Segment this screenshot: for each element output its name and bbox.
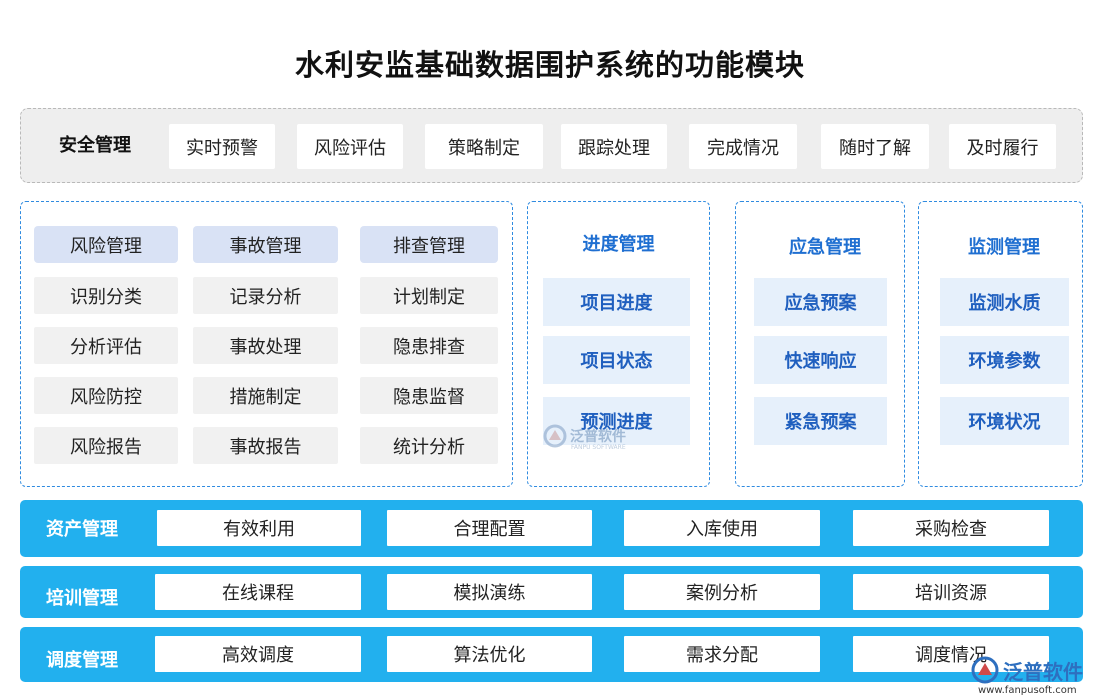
corner-watermark-url: www.fanpusoft.com (978, 685, 1077, 696)
safety-item-realtime-warning: 实时预警 (169, 124, 275, 169)
progress-management-header: 进度管理 (582, 234, 655, 255)
dispatch-item: 高效调度 (155, 636, 361, 672)
risk-item: 风险报告 (34, 427, 178, 464)
page-title: 水利安监基础数据围护系统的功能模块 (294, 48, 805, 82)
progress-item: 项目状态 (543, 336, 690, 384)
fanpu-watermark: 泛普软件 FANPU SOFTWARE (543, 424, 626, 451)
safety-item-strategy: 策略制定 (425, 124, 543, 169)
asset-management-label: 资产管理 (46, 519, 118, 540)
fanpu-corner-watermark: 泛普软件 www.fanpusoft.com (970, 655, 1083, 696)
training-item: 培训资源 (853, 574, 1049, 610)
accident-management-header: 事故管理 (193, 226, 338, 263)
inspection-item: 计划制定 (360, 277, 498, 314)
dispatch-management-bar: 调度管理 高效调度 算法优化 需求分配 调度情况 (20, 627, 1083, 682)
dispatch-item: 算法优化 (387, 636, 592, 672)
inspection-item: 统计分析 (360, 427, 498, 464)
risk-management-header: 风险管理 (34, 226, 178, 263)
accident-item: 事故报告 (193, 427, 338, 464)
safety-item-tracking: 跟踪处理 (561, 124, 667, 169)
safety-item-completion: 完成情况 (689, 124, 797, 169)
training-item: 案例分析 (624, 574, 820, 610)
dispatch-item: 调度情况 (853, 636, 1049, 672)
corner-watermark-brand: 泛普软件 (1003, 659, 1083, 684)
risk-item: 识别分类 (34, 277, 178, 314)
emergency-item: 紧急预案 (754, 397, 887, 445)
emergency-management-header: 应急管理 (789, 237, 861, 258)
monitoring-item: 监测水质 (940, 278, 1069, 326)
training-item: 在线课程 (155, 574, 361, 610)
accident-item: 措施制定 (193, 377, 338, 414)
dispatch-management-label: 调度管理 (46, 650, 118, 671)
accident-item: 记录分析 (193, 277, 338, 314)
training-management-bar: 培训管理 在线课程 模拟演练 案例分析 培训资源 (20, 566, 1083, 618)
dispatch-item: 需求分配 (624, 636, 820, 672)
asset-item: 合理配置 (387, 510, 592, 546)
asset-item: 采购检查 (853, 510, 1049, 546)
emergency-item: 应急预案 (754, 278, 887, 326)
inspection-item: 隐患监督 (360, 377, 498, 414)
safety-item-timely: 及时履行 (949, 124, 1056, 169)
inspection-management-header: 排查管理 (360, 226, 498, 263)
inspection-item: 隐患排查 (360, 327, 498, 364)
safety-item-anytime: 随时了解 (821, 124, 929, 169)
emergency-item: 快速响应 (754, 336, 887, 384)
safety-item-risk-assessment: 风险评估 (297, 124, 403, 169)
fanpu-logo-icon (543, 424, 567, 448)
watermark-brand: 泛普软件 (570, 429, 626, 445)
asset-item: 有效利用 (157, 510, 361, 546)
training-management-label: 培训管理 (46, 588, 118, 609)
accident-item: 事故处理 (193, 327, 338, 364)
progress-item: 预测进度 (543, 397, 690, 445)
safety-management-label: 安全管理 (59, 135, 131, 156)
risk-item: 分析评估 (34, 327, 178, 364)
asset-management-bar: 资产管理 有效利用 合理配置 入库使用 采购检查 (20, 500, 1083, 557)
watermark-subtitle: FANPU SOFTWARE (571, 444, 626, 451)
safety-management-row: 安全管理 实时预警 风险评估 策略制定 跟踪处理 完成情况 随时了解 及时履行 (20, 108, 1083, 183)
monitoring-management-header: 监测管理 (968, 237, 1040, 258)
progress-item: 项目进度 (543, 278, 690, 326)
asset-item: 入库使用 (624, 510, 820, 546)
risk-item: 风险防控 (34, 377, 178, 414)
fanpu-corner-logo-icon (971, 656, 999, 684)
training-item: 模拟演练 (387, 574, 592, 610)
monitoring-item: 环境状况 (940, 397, 1069, 445)
monitoring-item: 环境参数 (940, 336, 1069, 384)
